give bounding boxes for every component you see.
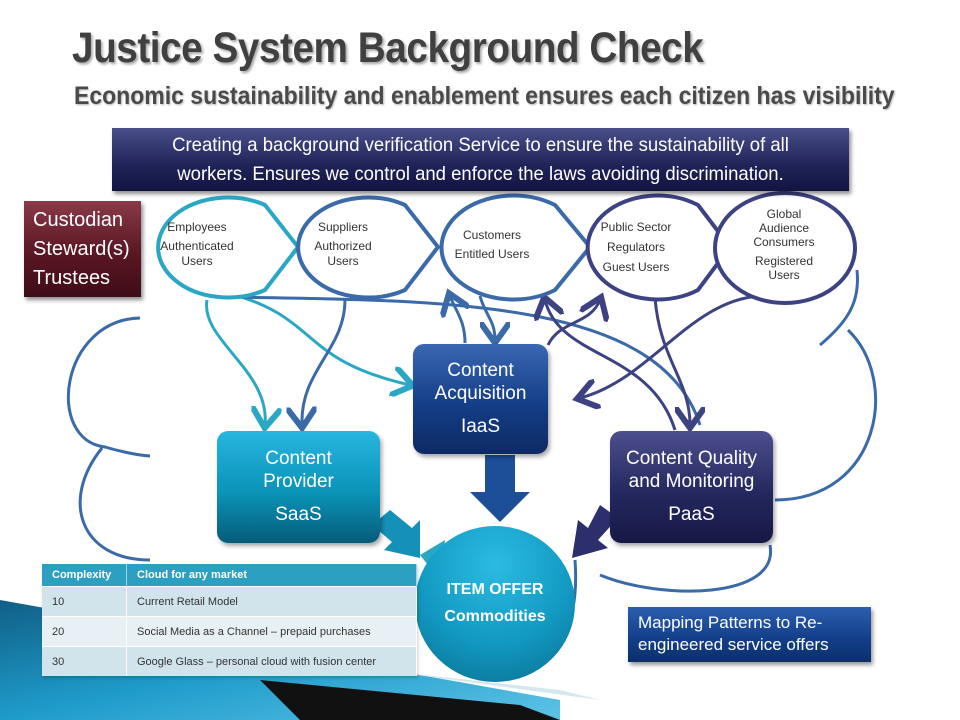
item-offer-circle: ITEM OFFER Commodities — [415, 526, 575, 682]
chevron-line: Public Sector — [600, 220, 672, 234]
chevron-suppliers-label: Suppliers Authorized Users — [314, 220, 371, 269]
offer-subtitle: Commodities — [444, 608, 546, 625]
mapping-line: engineered service offers — [638, 635, 829, 654]
chevron-line: Users — [181, 254, 213, 268]
chevron-line: Registered — [754, 254, 814, 268]
box-title: Content — [447, 360, 514, 381]
custodian-box: Custodian Steward(s) Trustees — [24, 201, 141, 297]
chevron-line: Users — [768, 268, 800, 282]
box-title: Provider — [263, 471, 334, 492]
mapping-line: Mapping Patterns to Re- — [638, 613, 823, 632]
arrow-public-quality — [653, 297, 690, 425]
slide-title: Justice System Background Check — [72, 24, 704, 72]
cell-market: Google Glass – personal cloud with fusio… — [126, 646, 417, 676]
arrow-acquisition-public — [546, 300, 600, 346]
chevron-line: Regulators — [606, 240, 666, 254]
arrow-line-employees-quality — [219, 295, 702, 426]
block-arrow-quality-offer — [572, 505, 618, 558]
content-acquisition-box: Content Acquisition IaaS — [413, 344, 548, 454]
chevron-line: Entitled Users — [454, 247, 530, 261]
chevron-line: Authorized — [314, 239, 372, 253]
box-service-model: PaaS — [668, 504, 715, 525]
table-row: 10 Current Retail Model — [42, 586, 417, 617]
banner-line-1: Creating a background verification Servi… — [172, 134, 789, 156]
box-service-model: IaaS — [460, 416, 501, 437]
custodian-line: Custodian — [33, 209, 124, 231]
chevron-line: Global — [766, 207, 802, 221]
mapping-note-box: Mapping Patterns to Re- engineered servi… — [628, 607, 871, 662]
block-arrow-acquisition-offer — [470, 455, 530, 522]
cell-complexity: 10 — [42, 586, 127, 617]
arrow-employees-acquisition — [234, 293, 410, 385]
cell-market: Social Media as a Channel – prepaid purc… — [126, 616, 417, 647]
chevron-public-label: Public Sector Regulators Guest Users — [601, 217, 672, 277]
chevron-shape-global — [713, 191, 857, 305]
arrow-employees-provider — [205, 299, 266, 425]
custodian-line: Trustees — [33, 267, 111, 289]
header-complexity: Complexity — [42, 564, 127, 587]
header-cloud-market: Cloud for any market — [126, 564, 417, 587]
chevron-shape-suppliers — [296, 195, 441, 300]
chevron-shape-public — [585, 193, 733, 302]
connector-arrows — [205, 293, 761, 431]
cloud-arc-left-upper — [66, 316, 151, 458]
chevron-customers-label: Customers Entitled Users — [455, 226, 530, 264]
arrow-global-acquisition — [580, 294, 761, 398]
chevron-line: Customers — [462, 228, 522, 242]
chevron-shape-employees — [156, 195, 301, 300]
chevron-employees-label: Employees Authenticated Users — [160, 220, 233, 269]
custodian-line: Steward(s) — [33, 238, 130, 260]
decor-stripe-light — [380, 670, 600, 700]
cell-complexity: 20 — [42, 616, 127, 647]
box-title: and Monitoring — [628, 471, 755, 492]
cloud-arc-right — [774, 328, 878, 502]
chevron-line: Authenticated — [160, 239, 234, 253]
slide-subtitle: Economic sustainability and enablement e… — [74, 82, 895, 110]
chevron-shape-customers — [439, 193, 593, 302]
chevron-line: Employees — [167, 220, 227, 234]
complexity-table: Complexity Cloud for any market 10 Curre… — [42, 564, 417, 676]
table-row: 20 Social Media as a Channel – prepaid p… — [42, 616, 417, 647]
arrow-quality-public — [545, 300, 677, 431]
arrow-acquisition-customers — [450, 296, 465, 344]
chevron-line: Consumers — [753, 235, 815, 249]
chevron-line: Suppliers — [317, 220, 369, 234]
box-title: Content Quality — [626, 448, 757, 469]
cloud-arc-left-lower — [78, 447, 151, 562]
content-quality-box: Content Quality and Monitoring PaaS — [610, 431, 773, 543]
box-title: Acquisition — [434, 383, 527, 404]
chevron-global-label: Global Audience Consumers Registered Use… — [753, 207, 814, 282]
arrow-suppliers-provider — [302, 299, 347, 425]
cloud-arc-right-upper — [819, 269, 860, 347]
cloud-arc-bottom-right — [599, 544, 772, 593]
content-provider-box: Content Provider SaaS — [217, 431, 380, 543]
table-header-row: Complexity Cloud for any market — [42, 564, 417, 587]
chevron-line: Audience — [758, 221, 810, 235]
chevron-line: Guest Users — [602, 260, 670, 274]
box-title: Content — [265, 448, 332, 469]
table-row: 30 Google Glass – personal cloud with fu… — [42, 646, 417, 676]
arrow-customers-acquisition — [478, 295, 495, 340]
cell-complexity: 30 — [42, 646, 127, 676]
chevron-row — [156, 191, 857, 305]
block-arrow-provider-offer — [372, 510, 420, 558]
decor-stripe-black — [260, 680, 560, 720]
offer-title: ITEM OFFER — [446, 581, 544, 598]
banner-line-2: workers. Ensures we control and enforce … — [177, 163, 784, 185]
cell-market: Current Retail Model — [126, 586, 417, 617]
chevron-line: Users — [327, 254, 359, 268]
mission-banner: Creating a background verification Servi… — [112, 128, 849, 191]
box-service-model: SaaS — [275, 504, 322, 525]
